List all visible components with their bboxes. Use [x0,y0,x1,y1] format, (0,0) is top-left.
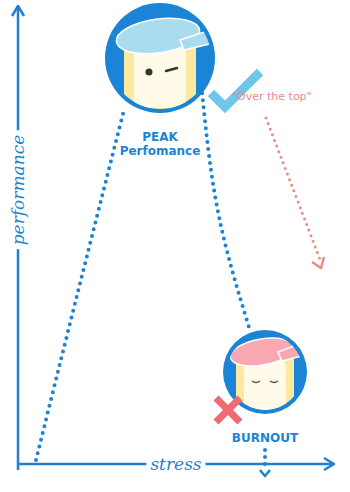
y-axis [17,7,20,470]
checkmark-outline [211,72,260,107]
cross-mark [216,398,240,422]
over-the-top-arrow [266,118,321,262]
cap-brim [278,343,302,361]
x-axis-arrowhead [324,458,334,470]
cap [228,334,296,371]
node-label: BURNOUT [220,431,310,445]
tired-face [228,334,302,414]
eye [146,69,153,76]
falling-tail-arrowhead [260,470,270,476]
checkmark [211,72,260,107]
callout-note: "Over the top" [232,90,312,103]
closed-eye [252,381,260,383]
hair [124,48,196,118]
over-the-top-arrowhead [312,257,324,268]
rising-curve [36,110,124,460]
cap-brim [180,28,216,50]
closed-eye [270,381,278,383]
winking-eye [166,68,177,71]
axis-label: performance [9,131,28,250]
happy-face [114,13,216,118]
x-axis [18,463,333,466]
dotted-curve [202,93,251,332]
cap [114,13,202,58]
y-axis-arrowhead [12,6,24,16]
hair [236,350,294,414]
axis-label: stress [146,455,205,474]
node-label: PEAK Perfomance [118,130,202,158]
falling-tail [263,450,267,470]
face [134,44,186,108]
cross-mark [216,398,240,422]
face [244,360,286,412]
peak-circle: PEAK Perfomance [105,3,215,113]
burnout-circle: BURNOUT [223,330,307,414]
